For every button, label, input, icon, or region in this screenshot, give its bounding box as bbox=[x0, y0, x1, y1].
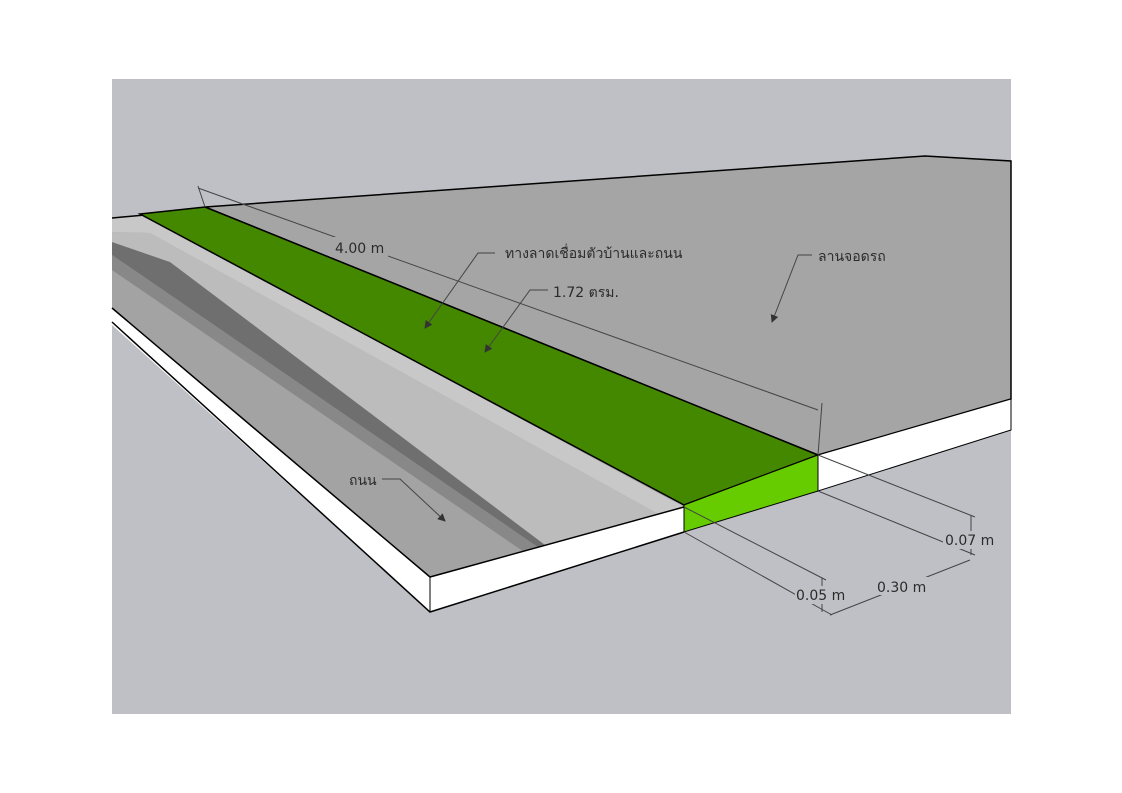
label-length: 4.00 m bbox=[335, 241, 384, 257]
label-road: ถนน bbox=[349, 473, 377, 489]
label-height-05: 0.05 m bbox=[796, 588, 845, 604]
dim-length-line bbox=[197, 187, 819, 411]
leader-ramp-area bbox=[484, 289, 548, 353]
label-width-30: 0.30 m bbox=[877, 580, 926, 596]
label-height-07: 0.07 m bbox=[945, 533, 994, 549]
label-ramp: ทางลาดเชื่อมตัวบ้านและถนน bbox=[505, 244, 683, 262]
curb-top-edge bbox=[111, 214, 146, 219]
label-ramp-area: 1.72 ตรม. bbox=[553, 285, 619, 301]
dim-length-ext-left bbox=[197, 185, 206, 208]
leader-parking bbox=[770, 254, 812, 323]
leader-road bbox=[382, 478, 446, 522]
dim-length-label-bg bbox=[330, 237, 388, 257]
curb-strip-gutter bbox=[112, 242, 560, 552]
road-front-face bbox=[112, 308, 684, 612]
dim-length-ext-right bbox=[817, 402, 823, 456]
dim-05-ext-top bbox=[683, 506, 827, 581]
leader-ramp bbox=[424, 252, 495, 329]
dim-30-label-bg bbox=[875, 577, 931, 595]
curb-strip-outer bbox=[112, 216, 684, 515]
label-parking: ลานจอดรถ bbox=[818, 249, 886, 265]
curb-strip-mid bbox=[112, 232, 660, 550]
dim-07-ext-top bbox=[817, 454, 976, 518]
dim-07-label-bg bbox=[943, 531, 999, 549]
dim-05-label-bg bbox=[795, 586, 849, 604]
curb-strip-dark bbox=[112, 255, 545, 556]
